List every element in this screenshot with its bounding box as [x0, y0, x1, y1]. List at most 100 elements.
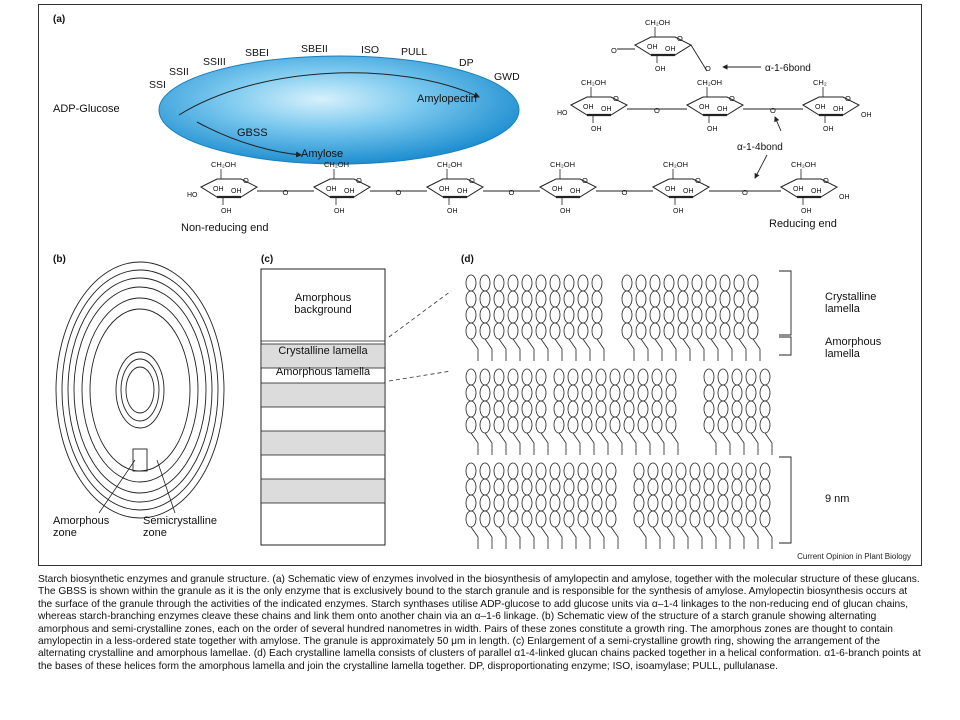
- double-helix-segment: [717, 494, 729, 512]
- ring-oh-label: OH: [647, 44, 658, 51]
- double-helix-segment: [759, 368, 771, 386]
- double-helix-segment: [595, 400, 607, 418]
- double-helix-segment: [635, 290, 647, 308]
- double-helix-segment: [581, 368, 593, 386]
- double-helix-segment: [479, 478, 491, 496]
- growth-ring: [125, 366, 155, 414]
- double-helix-segment: [465, 322, 477, 340]
- ring-oh-label: OH: [552, 186, 563, 193]
- enlargement-box: [132, 448, 148, 472]
- amorphous-background-label-1: Amorphous: [295, 292, 352, 304]
- double-helix-segment: [719, 306, 731, 324]
- double-helix-segment: [535, 462, 547, 480]
- double-helix-segment: [493, 290, 505, 308]
- growth-ring: [61, 269, 219, 511]
- double-helix-segment: [465, 416, 477, 434]
- double-helix-segment: [465, 494, 477, 512]
- growth-ring: [120, 358, 160, 422]
- bond14-arrow: [774, 116, 782, 132]
- double-helix-segment: [553, 384, 565, 402]
- non-reducing-end-label: Non-reducing end: [181, 222, 268, 234]
- amorphous-lamella-d-label-1: Amorphous: [825, 336, 882, 348]
- double-helix-segment: [563, 478, 575, 496]
- double-helix-segment: [563, 306, 575, 324]
- double-helix-segment: [689, 510, 701, 528]
- amorphous-bracket: [779, 336, 792, 356]
- branch-point: [694, 526, 703, 549]
- growth-ring: [115, 351, 165, 429]
- double-helix-segment: [521, 400, 533, 418]
- double-helix-segment: [703, 384, 715, 402]
- double-helix-segment: [651, 400, 663, 418]
- branch-point: [540, 338, 549, 361]
- branch-point: [628, 432, 637, 455]
- branch-point: [626, 338, 635, 361]
- double-helix-segment: [521, 510, 533, 528]
- double-helix-segment: [507, 478, 519, 496]
- double-helix-segment: [521, 274, 533, 292]
- double-helix-segment: [479, 510, 491, 528]
- double-helix-segment: [507, 384, 519, 402]
- branch-point: [470, 432, 479, 455]
- double-helix-segment: [731, 494, 743, 512]
- double-helix-segment: [465, 462, 477, 480]
- double-helix-segment: [521, 290, 533, 308]
- crystalline-band: [260, 382, 386, 408]
- branch-point: [484, 432, 493, 455]
- double-helix-segment: [745, 478, 757, 496]
- double-helix-segment: [479, 416, 491, 434]
- double-helix-segment: [581, 400, 593, 418]
- double-helix-segment: [733, 306, 745, 324]
- journal-credit: Current Opinion in Plant Biology: [797, 552, 911, 561]
- double-helix-segment: [675, 510, 687, 528]
- amylopectin-arrow: [178, 72, 480, 116]
- double-helix-segment: [507, 510, 519, 528]
- double-helix-segment: [549, 494, 561, 512]
- enzyme-label-ssiii: SSIII: [203, 56, 226, 68]
- double-helix-segment: [731, 416, 743, 434]
- double-helix-segment: [493, 306, 505, 324]
- bond16-label: α-1-6bond: [765, 63, 811, 74]
- ring-o-label: O: [729, 94, 735, 103]
- double-helix-segment: [581, 416, 593, 434]
- double-helix-segment: [759, 510, 771, 528]
- double-helix-segment: [535, 510, 547, 528]
- double-helix-segment: [675, 478, 687, 496]
- double-helix-segment: [563, 290, 575, 308]
- double-helix-segment: [493, 510, 505, 528]
- branch-o-label: O: [705, 64, 711, 73]
- branch-point: [526, 526, 535, 549]
- branch-point: [484, 526, 493, 549]
- growth-ring: [81, 297, 199, 483]
- ring-o-label: O: [613, 94, 619, 103]
- double-helix-segment: [549, 290, 561, 308]
- link-o-label: O: [742, 188, 748, 197]
- double-helix-segment: [535, 384, 547, 402]
- ring-oh-label: OH: [439, 186, 450, 193]
- ring-oh-label: OH: [457, 188, 468, 195]
- double-helix-segment: [663, 322, 675, 340]
- branch-point: [652, 526, 661, 549]
- double-helix-segment: [549, 274, 561, 292]
- double-helix-segment: [577, 290, 589, 308]
- double-helix-segment: [535, 368, 547, 386]
- double-helix-segment: [637, 384, 649, 402]
- double-helix-segment: [675, 462, 687, 480]
- ring-oh-label: OH: [655, 66, 666, 73]
- link-o-label: O: [622, 188, 628, 197]
- link-o-label: O: [770, 106, 776, 115]
- ring-oh-label: OH: [591, 126, 602, 133]
- branch-point: [558, 432, 567, 455]
- double-helix-segment: [705, 322, 717, 340]
- branch-point: [682, 338, 691, 361]
- branch-point: [470, 526, 479, 549]
- ring-oh-label: OH: [683, 188, 694, 195]
- ring-o-label: O: [823, 176, 829, 185]
- double-helix-segment: [647, 478, 659, 496]
- double-helix-segment: [661, 510, 673, 528]
- branch-link: [690, 44, 708, 72]
- crystalline-lamella-label: Crystalline lamella: [278, 345, 368, 357]
- amorphous-zone-label-2: zone: [53, 527, 77, 539]
